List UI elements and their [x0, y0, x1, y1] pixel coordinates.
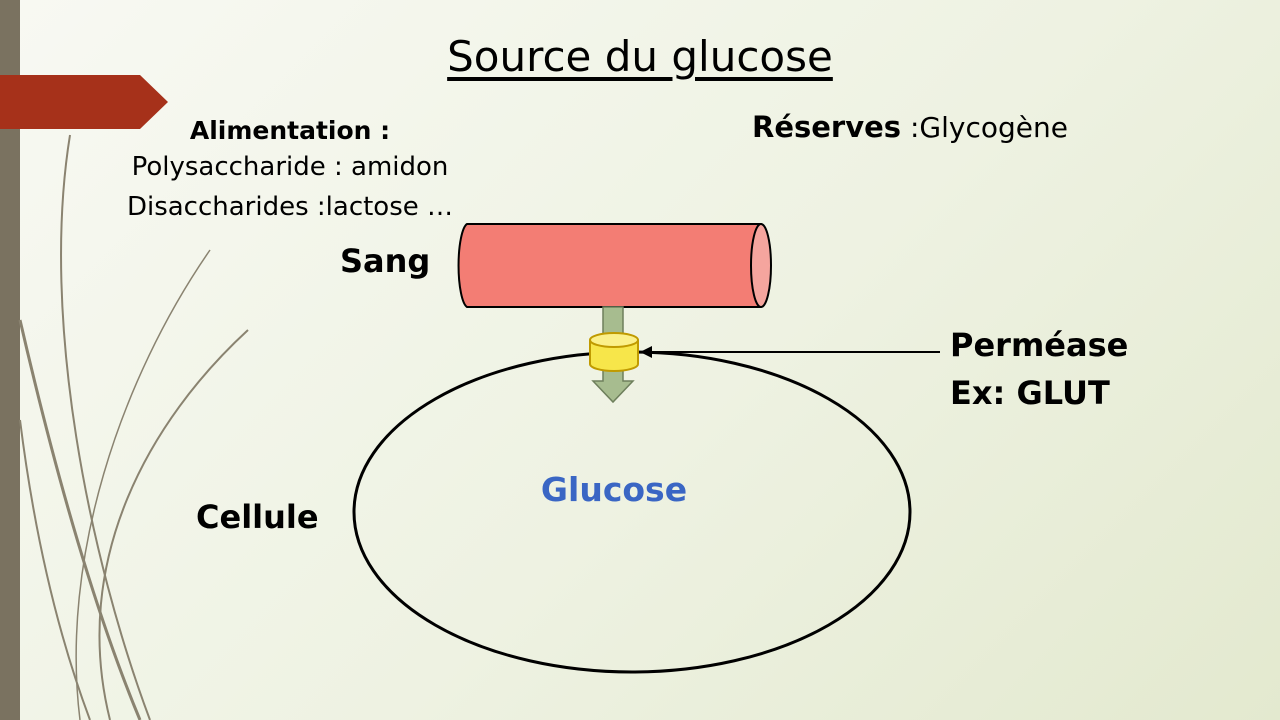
glucose-label: Glucose — [540, 470, 688, 509]
cell-label: Cellule — [196, 498, 319, 536]
reserves-value: :Glycogène — [901, 111, 1068, 144]
reserves-text: Réserves :Glycogène — [752, 110, 1068, 144]
blood-vessel — [457, 223, 772, 308]
permease-icon — [589, 332, 639, 372]
alimentation-label: Alimentation : — [189, 116, 391, 145]
decorative-curves — [18, 134, 249, 720]
pointer-arrowhead-icon — [640, 346, 652, 358]
cell-membrane — [352, 350, 912, 674]
permease-label: Perméase — [950, 326, 1129, 364]
alimentation-line-1: Polysaccharide : amidon — [131, 152, 449, 182]
blood-label: Sang — [340, 242, 431, 280]
accent-tab — [0, 75, 168, 129]
vessel-end — [750, 223, 772, 308]
alimentation-line-2: Disaccharides :lactose … — [126, 192, 454, 222]
left-bar — [0, 0, 20, 720]
reserves-label: Réserves — [752, 110, 902, 144]
slide-title: Source du glucose — [447, 32, 833, 81]
permease-example: Ex: GLUT — [950, 374, 1110, 412]
